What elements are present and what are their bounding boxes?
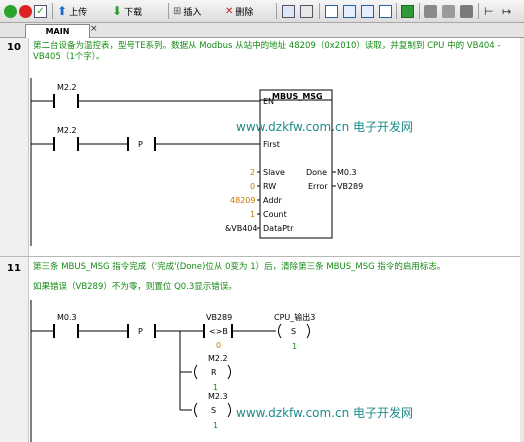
insert-button[interactable]: ⊞ 插入 [173, 3, 201, 19]
nw11-contact-address[interactable]: M0.3 [57, 313, 77, 322]
network-icon [282, 4, 295, 18]
block-icon [300, 4, 313, 18]
coil2-address[interactable]: M2.2 [208, 354, 228, 363]
tab-main[interactable]: MAIN [25, 24, 90, 38]
count-value[interactable]: 1 [250, 210, 256, 219]
upload-label: 上传 [69, 7, 88, 18]
branch-icon: ⊢ [484, 4, 494, 18]
compare-value[interactable]: 0 [216, 341, 222, 350]
tab-main-label: MAIN [45, 27, 70, 36]
upload-arrow-icon: ⬆ [57, 4, 68, 18]
stop-button[interactable] [19, 3, 32, 19]
coil1-operator: S [291, 327, 297, 336]
block-button[interactable] [300, 3, 313, 19]
upload-button[interactable]: ⬆ 上传 [57, 3, 87, 19]
nw11-pulse-label: P [138, 327, 143, 336]
stop-icon [19, 4, 32, 18]
mbus-addr-pin: Addr [263, 196, 282, 205]
addr-value[interactable]: 48209 [230, 196, 256, 205]
network-10-comment-line2[interactable]: VB405（1个字）。 [33, 52, 105, 62]
lock-icon [424, 4, 437, 18]
coil1-address[interactable]: CPU_输出3 [274, 313, 316, 322]
close-tab-icon[interactable]: × [90, 24, 98, 34]
mbus-en-pin: EN [263, 97, 275, 106]
mbus-dataptr-pin: DataPtr [263, 224, 294, 233]
mbus-rw-pin: RW [263, 182, 277, 191]
network-11-comment-line2[interactable]: 如果错误（VB289）不为零，则置位 Q0.3显示错误。 [33, 282, 237, 292]
rw-value[interactable]: 0 [250, 182, 256, 191]
vertical-scrollbar[interactable] [520, 38, 524, 442]
network-gutter [0, 38, 29, 442]
mbus-slave-pin: Slave [263, 168, 285, 177]
window-down-icon [361, 4, 374, 18]
coil2-count[interactable]: 1 [213, 383, 219, 392]
compare-address[interactable]: VB289 [206, 313, 233, 322]
mbus-msg-block-title[interactable]: MBUS_MSG [272, 92, 323, 101]
lock-edit-icon [460, 4, 473, 18]
delete-label: 删除 [235, 7, 254, 18]
insert-label: 插入 [183, 7, 202, 18]
nw10-contact1-address[interactable]: M2.2 [57, 83, 77, 92]
network-10-comment-line1[interactable]: 第二台设备为温控表，型号TE系列。数据从 Modbus 从站中的地址 48209… [33, 41, 501, 51]
ladder-editor[interactable]: 10 第二台设备为温控表，型号TE系列。数据从 Modbus 从站中的地址 48… [0, 38, 524, 442]
mbus-count-pin: Count [263, 210, 287, 219]
coil2-operator: R [211, 368, 217, 377]
coil3-count[interactable]: 1 [213, 421, 219, 430]
slave-value[interactable]: 2 [250, 168, 256, 177]
download-label: 下载 [124, 7, 143, 18]
window-icon [325, 4, 338, 18]
error-output-address[interactable]: VB289 [337, 182, 364, 191]
watermark-url: www.dzkfw.com.cn [236, 120, 350, 134]
lock-button-1[interactable] [424, 3, 437, 19]
nw10-contact2-address[interactable]: M2.2 [57, 126, 77, 135]
coil3-address[interactable]: M2.3 [208, 392, 228, 401]
mbus-done-pin: Done [306, 168, 328, 177]
window-up-icon [343, 4, 356, 18]
coil3-operator: S [211, 406, 217, 415]
export-button[interactable] [401, 3, 414, 19]
branch-button[interactable]: ⊢ [484, 3, 494, 19]
toolbar: ✓ ⬆ 上传 ⬇ 下载 ⊞ 插入 ✕ 删除 [0, 0, 524, 23]
network-button[interactable] [282, 3, 295, 19]
insert-icon: ⊞ [173, 5, 182, 17]
tab-bar: MAIN × [0, 23, 524, 38]
view-button-4[interactable] [379, 3, 392, 19]
network-10-number: 10 [7, 42, 21, 53]
lock-button-3[interactable] [460, 3, 473, 19]
watermark-top: www.dzkfw.com.cn 电子开发网 [236, 118, 413, 135]
network-separator [0, 256, 524, 257]
delete-button[interactable]: ✕ 删除 [225, 3, 253, 19]
view-button-2[interactable] [343, 3, 356, 19]
watermark-text: 电子开发网 [353, 120, 414, 134]
compile-button[interactable]: ✓ [34, 3, 47, 19]
watermark-url-2: www.dzkfw.com.cn [236, 406, 350, 420]
run-icon [4, 4, 17, 18]
lock-open-icon [442, 4, 455, 18]
done-output-address[interactable]: M0.3 [337, 168, 357, 177]
export-arrow-icon [401, 4, 414, 18]
delete-x-icon: ✕ [225, 5, 234, 17]
mbus-first-pin: First [263, 140, 280, 149]
nw10-pulse-label: P [138, 140, 143, 149]
network-11-comment-line1[interactable]: 第三条 MBUS_MSG 指令完成（'完成'(Done)位从 0变为 1）后，清… [33, 262, 446, 272]
dataptr-value[interactable]: &VB404 [225, 224, 258, 233]
compare-operator: <>B [209, 327, 228, 336]
lock-button-2[interactable] [442, 3, 455, 19]
download-button[interactable]: ⬇ 下载 [112, 3, 142, 19]
view-button-1[interactable] [325, 3, 338, 19]
compile-check-icon: ✓ [34, 4, 47, 18]
line-arrow-icon: ↦ [502, 4, 512, 18]
mbus-error-pin: Error [308, 182, 328, 191]
watermark-text-2: 电子开发网 [353, 406, 414, 420]
line-button[interactable]: ↦ [502, 3, 511, 19]
window-split-icon [379, 4, 392, 18]
view-button-3[interactable] [361, 3, 374, 19]
coil1-count[interactable]: 1 [292, 342, 298, 351]
ladder-diagram [30, 78, 336, 442]
watermark-bottom: www.dzkfw.com.cn 电子开发网 [236, 404, 413, 421]
network-11-number: 11 [7, 263, 21, 274]
download-arrow-icon: ⬇ [112, 4, 123, 18]
run-button[interactable] [4, 3, 17, 19]
